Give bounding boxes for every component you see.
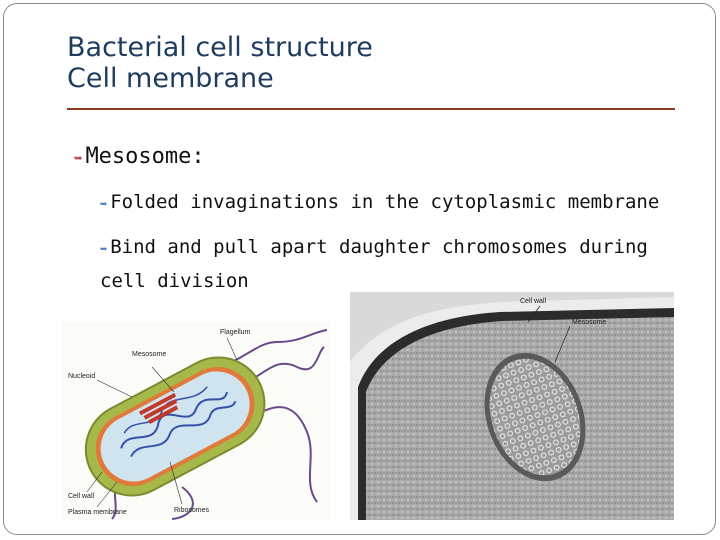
sub-bullet-arrow-icon: ➥ <box>100 197 108 211</box>
flagellum-1 <box>231 329 328 363</box>
mesosome-fold <box>138 392 179 424</box>
title-line-1: Bacterial cell structure <box>67 32 373 63</box>
bacterial-cell-diagram: Flagellum Mesosome Nucleoid Ribosomes Ce… <box>62 322 330 520</box>
label-mesosome: Mesosome <box>132 351 166 358</box>
sub-bullet-1: ➥Folded invaginations in the cytoplasmic… <box>100 188 659 218</box>
flagellum-4 <box>171 486 194 520</box>
sub-bullet-2-continued: cell division <box>100 270 249 292</box>
bullet-arrow-icon: ➥ <box>74 151 83 167</box>
flagellum-2 <box>246 346 325 383</box>
micrograph-label-cell-wall: Cell wall <box>520 298 547 305</box>
label-nucleoid: Nucleoid <box>68 373 95 380</box>
label-ribosomes: Ribosomes <box>174 507 210 514</box>
micrograph-label-mesosome: Mesosome <box>572 319 606 326</box>
electron-micrograph: Cell wall Mesosome <box>350 292 674 520</box>
nucleoid-dna <box>120 391 229 449</box>
label-flagellum: Flagellum <box>220 329 251 336</box>
sub-bullet-2: ➥Bind and pull apart daughter chromosome… <box>100 233 648 263</box>
slide-frame: Bacterial cell structure Cell membrane ➥… <box>3 3 716 535</box>
sub-bullet-arrow-icon: ➥ <box>100 242 108 256</box>
flagellum-3 <box>261 406 318 503</box>
sub-bullet-1-text: Folded invaginations in the cytoplasmic … <box>110 191 660 213</box>
title-underline <box>67 108 675 110</box>
nucleoid-dna <box>130 400 237 458</box>
bullet-mesosome-text: Mesosome: <box>85 144 205 169</box>
mesosome-body <box>484 352 586 482</box>
title-line-2: Cell membrane <box>67 63 274 94</box>
sub-bullet-2-text: Bind and pull apart daughter chromosomes… <box>110 236 648 258</box>
slide-title: Bacterial cell structure Cell membrane <box>67 32 373 94</box>
cell-body <box>84 356 266 497</box>
label-plasma-membrane: Plasma membrane <box>68 509 127 516</box>
bullet-mesosome: ➥Mesosome: <box>74 144 205 169</box>
label-cell-wall: Cell wall <box>68 493 95 500</box>
